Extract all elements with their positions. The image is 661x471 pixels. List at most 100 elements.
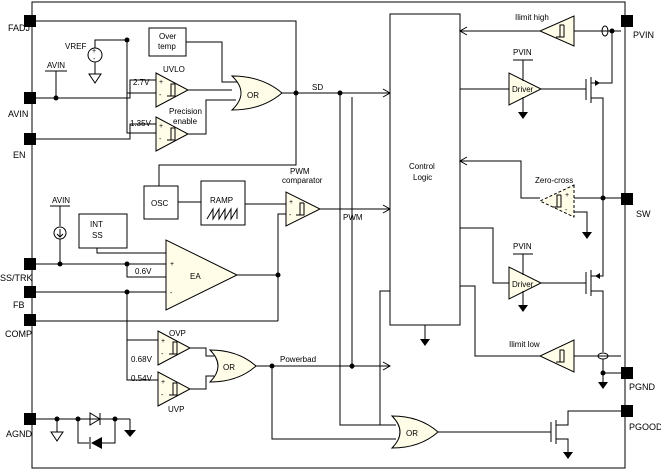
precision-enable-comparator: + - 1.35V Precision enable [130,107,202,152]
svg-text:0.54V: 0.54V [131,374,153,383]
pwm-label: PWM [343,213,363,222]
svg-text:Over: Over [159,32,177,41]
svg-text:Ilimit low: Ilimit low [509,340,540,349]
svg-text:PVIN: PVIN [513,48,532,57]
avin-ss-rail [50,205,70,226]
pin-sw: SW [621,193,651,219]
svg-text:+: + [565,192,569,199]
agnd-ground-icon [50,419,64,442]
powerbad-label: Powerbad [280,355,316,364]
powerbad-arrow [382,361,392,371]
current-sense-icon [601,25,609,37]
svg-text:RAMP: RAMP [210,196,233,205]
pin-pgnd: PGND [621,367,656,392]
zero-cross-ground-icon [582,232,592,239]
ovp-to-or-wire [190,347,214,357]
uvlo-comparator: + - UVLO 2.7V [133,65,190,108]
pgnd-ground-icon [124,419,136,437]
svg-text:temp: temp [158,42,176,51]
pgood-mosfet-icon [540,410,621,459]
or-gate-top: OR [230,75,283,111]
svg-text:PWM: PWM [290,167,310,176]
intss-to-ea-wire [96,248,166,254]
svg-text:-: - [93,56,96,63]
svg-text:Ilimit high: Ilimit high [515,13,549,22]
ilimit-high-comparator: Ilimit high [515,13,575,47]
hs-mosfet-icon [585,77,604,198]
svg-text:SW: SW [636,209,651,219]
svg-text:-: - [565,207,568,214]
svg-text:PVIN: PVIN [513,242,532,251]
current-source-icon [53,226,67,240]
vref-source: + - VREF [65,39,127,84]
pin-en: EN [13,133,36,160]
svg-text:Control: Control [409,162,435,171]
svg-text:FADJ: FADJ [8,23,30,33]
svg-text:2.7V: 2.7V [133,78,150,87]
fb-to-ovp-wire [126,292,158,381]
ls-mosfet-icon [585,198,604,352]
svg-text:+: + [161,379,165,386]
ovp-comparator: + - OVP 0.68V [131,329,192,366]
pin-fb: FB [13,286,36,310]
svg-text:Driver: Driver [512,85,534,94]
pin-avin: AVIN [8,92,36,119]
error-amplifier: + - EA [165,239,239,311]
driver-bot-in-wire [460,227,509,284]
svg-text:Driver: Driver [512,280,534,289]
diode-wire [102,419,116,444]
svg-text:OVP: OVP [169,329,186,338]
svg-text:+: + [170,261,174,268]
pgnd-ground-icon [598,382,608,389]
junction-dot [275,272,281,278]
svg-text:+: + [161,338,165,345]
diode-bottom-icon [89,437,102,449]
pin-comp: COMP [5,314,36,339]
en-to-enable-wire [36,123,156,140]
svg-text:Precision: Precision [169,107,202,116]
uvp-comparator: + - UVP 0.54V [131,371,192,414]
svg-text:AGND: AGND [6,429,33,439]
svg-text:OR: OR [223,363,235,372]
svg-text:Zero-cross: Zero-cross [535,176,573,185]
avin-rail [45,70,67,98]
sd-down-wire [339,93,396,426]
driver-bot-ground-icon [518,305,528,312]
svg-text:OR: OR [247,91,259,100]
avin-label: AVIN [47,61,65,70]
ilimit-high-arrow [458,26,468,36]
svg-text:+: + [289,199,293,206]
fadj-wire [36,20,297,92]
junction-dot [349,363,355,369]
cl-input-wire [379,290,390,425]
pin-pgood: PGOOD [621,405,661,432]
svg-text:-: - [289,212,292,219]
svg-text:-: - [161,392,164,399]
overtemp-to-or-wire [186,41,240,83]
svg-text:COMP: COMP [5,329,32,339]
avin-to-uvlo-wire [36,79,156,99]
v06-label: 0.6V [135,267,152,276]
zero-cross-arrow [458,156,468,166]
int-ss-block: INT SS [78,213,128,249]
uvp-to-or-wire [190,375,214,390]
svg-text:SS: SS [92,231,103,240]
driver-bottom: Driver PVIN [508,242,543,300]
chip-outline [31,1,626,469]
powerbad-to-or-wire [271,366,396,440]
driver-top-ground-icon [518,112,528,119]
svg-text:PVIN: PVIN [633,30,654,40]
svg-text:Logic: Logic [413,173,432,182]
ilimit-low-wire [460,285,540,357]
svg-text:OSC: OSC [151,199,169,208]
diode-top-icon [89,412,101,426]
svg-text:EA: EA [190,272,201,281]
svg-text:-: - [159,92,162,99]
svg-text:-: - [161,351,164,358]
svg-text:enable: enable [173,117,198,126]
svg-text:UVLO: UVLO [163,65,185,74]
svg-text:PGND: PGND [629,382,656,392]
zero-cross-comparator: + - Zero-cross [535,176,575,218]
svg-text:+: + [159,79,163,86]
